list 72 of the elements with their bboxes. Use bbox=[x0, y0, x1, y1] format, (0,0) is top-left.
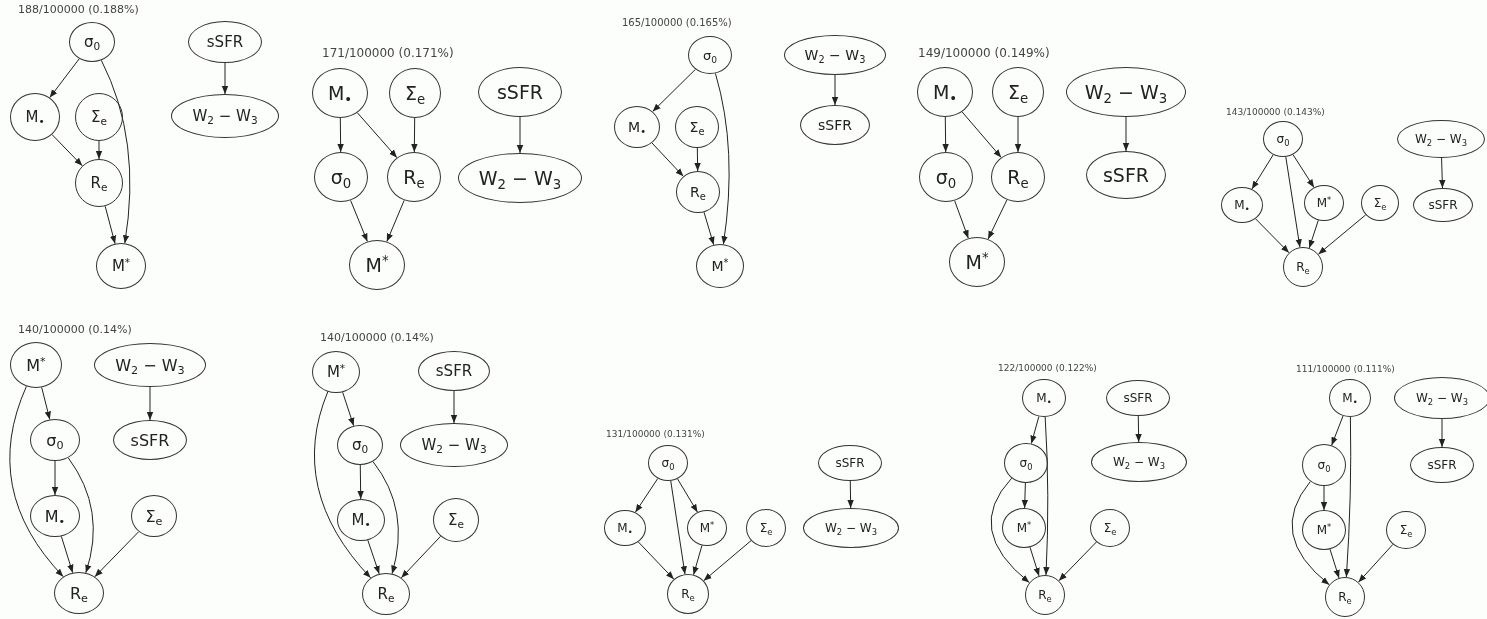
arrow bbox=[146, 386, 154, 421]
arrow bbox=[60, 535, 74, 574]
arrow bbox=[9, 385, 64, 578]
arrow bbox=[400, 535, 442, 579]
frequency-title: 171/100000 (0.171%) bbox=[322, 47, 454, 59]
frequency-title: 140/100000 (0.14%) bbox=[18, 324, 132, 335]
arrow bbox=[1357, 543, 1394, 583]
arrow bbox=[516, 116, 524, 154]
arrow bbox=[1030, 416, 1040, 445]
frequency-title: 111/100000 (0.111%) bbox=[1296, 365, 1395, 374]
arrow bbox=[342, 391, 355, 427]
arrow bbox=[1122, 116, 1130, 152]
arrow bbox=[372, 461, 399, 575]
arrow bbox=[1438, 418, 1446, 448]
arrow bbox=[1135, 415, 1142, 443]
arrow bbox=[954, 200, 969, 239]
arrow bbox=[1308, 219, 1319, 249]
arrow bbox=[1317, 214, 1367, 255]
arrow bbox=[1029, 546, 1040, 577]
arrow bbox=[1058, 541, 1097, 582]
arrow bbox=[670, 480, 687, 575]
arrow bbox=[67, 457, 94, 574]
arrow bbox=[1291, 480, 1330, 586]
arrow bbox=[1255, 218, 1290, 254]
arrow bbox=[652, 68, 696, 113]
arrow bbox=[651, 142, 684, 177]
frequency-title: 122/100000 (0.122%) bbox=[998, 364, 1097, 373]
arrow bbox=[990, 477, 1030, 584]
arrow bbox=[703, 540, 752, 582]
arrow bbox=[450, 390, 458, 424]
arrow bbox=[356, 112, 398, 159]
arrow bbox=[386, 199, 405, 243]
arrow bbox=[104, 205, 117, 245]
arrow bbox=[987, 199, 1008, 240]
arrow bbox=[634, 477, 659, 513]
arrow bbox=[637, 541, 675, 580]
arrow bbox=[1329, 548, 1340, 579]
arrow bbox=[694, 147, 701, 172]
arrow bbox=[1320, 485, 1328, 511]
arrow bbox=[94, 531, 140, 578]
arrow bbox=[1331, 415, 1344, 446]
arrow bbox=[1343, 416, 1352, 578]
arrow bbox=[703, 211, 715, 246]
frequency-title: 140/100000 (0.14%) bbox=[320, 332, 434, 343]
arrow bbox=[677, 478, 698, 513]
arrow bbox=[1014, 116, 1022, 153]
arrow bbox=[1292, 154, 1315, 188]
arrow bbox=[942, 116, 949, 153]
arrow bbox=[49, 58, 80, 99]
arrow bbox=[367, 539, 380, 575]
arrow bbox=[1439, 157, 1446, 189]
arrow bbox=[847, 480, 854, 509]
arrow bbox=[1251, 154, 1274, 190]
arrow bbox=[831, 74, 839, 106]
arrow bbox=[337, 117, 344, 153]
arrow bbox=[350, 199, 368, 242]
arrow bbox=[1021, 482, 1029, 509]
frequency-title: 149/100000 (0.149%) bbox=[918, 47, 1050, 59]
arrow bbox=[357, 464, 364, 500]
arrow bbox=[51, 460, 59, 496]
arrow bbox=[714, 72, 730, 245]
arrow bbox=[100, 59, 131, 244]
arrow bbox=[692, 544, 703, 576]
arrow bbox=[95, 140, 103, 160]
arrow bbox=[51, 134, 83, 167]
arrow bbox=[221, 62, 229, 95]
arrow bbox=[411, 117, 418, 153]
arrow bbox=[961, 111, 1002, 158]
arrow bbox=[41, 386, 51, 420]
arrow bbox=[1043, 416, 1050, 576]
arrow bbox=[313, 391, 372, 579]
arrow bbox=[1285, 156, 1302, 248]
